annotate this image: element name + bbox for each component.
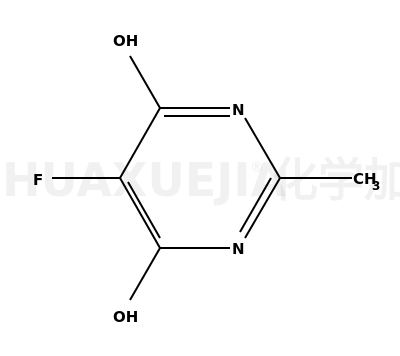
atom-ch3-subscript: 3	[372, 179, 380, 193]
watermark-text: HUAXUEJIA	[2, 153, 287, 207]
bond-c6-c5	[119, 177, 161, 249]
watermark: HUAXUEJIA ® 化学加	[2, 153, 400, 207]
bond-c6-oh	[129, 247, 161, 301]
bond-n3-c2	[244, 117, 281, 179]
atom-oh-bottom: OH	[113, 308, 138, 326]
bond-c2-n1-double	[239, 177, 272, 233]
bond-c2-n1	[244, 177, 281, 239]
atom-n-top: N	[232, 101, 245, 119]
bonds	[52, 55, 352, 301]
atom-ch3: CH	[353, 170, 377, 188]
atom-oh-top: OH	[113, 32, 138, 50]
bond-c4-oh	[129, 55, 161, 109]
watermark-registered: ®	[250, 160, 264, 176]
atom-labels: OH N F CH 3 N OH	[33, 32, 380, 326]
bond-c5-c4	[119, 107, 161, 179]
bond-c6-c5-double	[127, 181, 161, 239]
atom-f: F	[33, 171, 43, 189]
watermark-cjk: 化学加	[272, 153, 400, 207]
atom-n-bottom: N	[232, 240, 245, 258]
